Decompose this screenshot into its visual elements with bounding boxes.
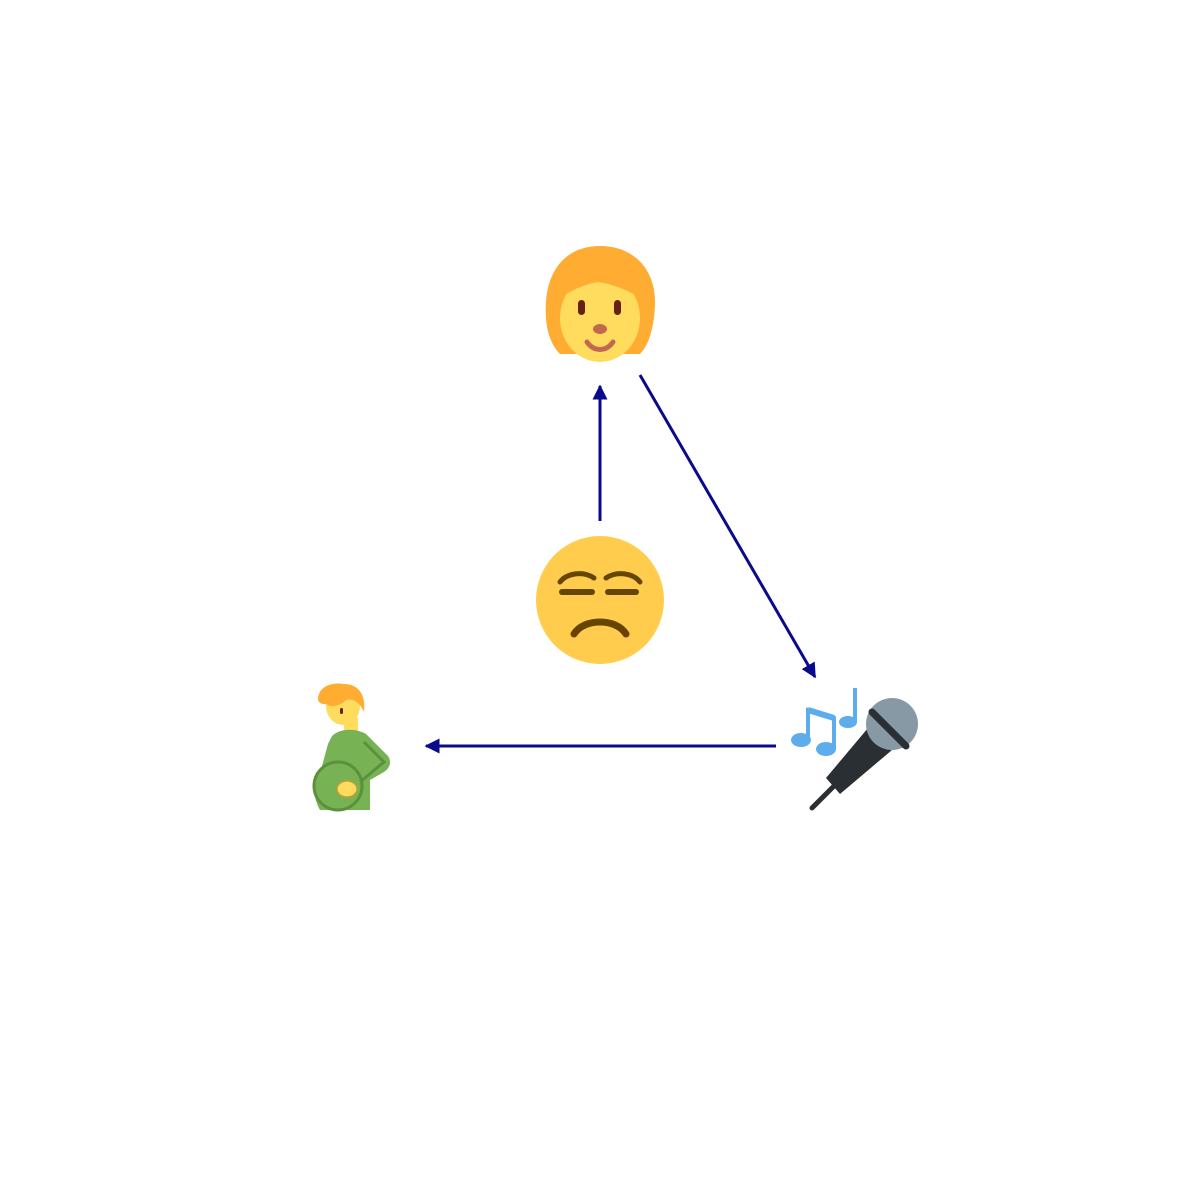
person-emoji-icon <box>545 246 656 362</box>
microphone-with-music-notes-icon <box>791 688 918 811</box>
edges <box>424 374 817 754</box>
unamused-face-emoji-icon <box>536 536 664 664</box>
edge-person-to-singer <box>638 374 817 679</box>
pregnant-person-emoji-icon <box>312 683 391 812</box>
